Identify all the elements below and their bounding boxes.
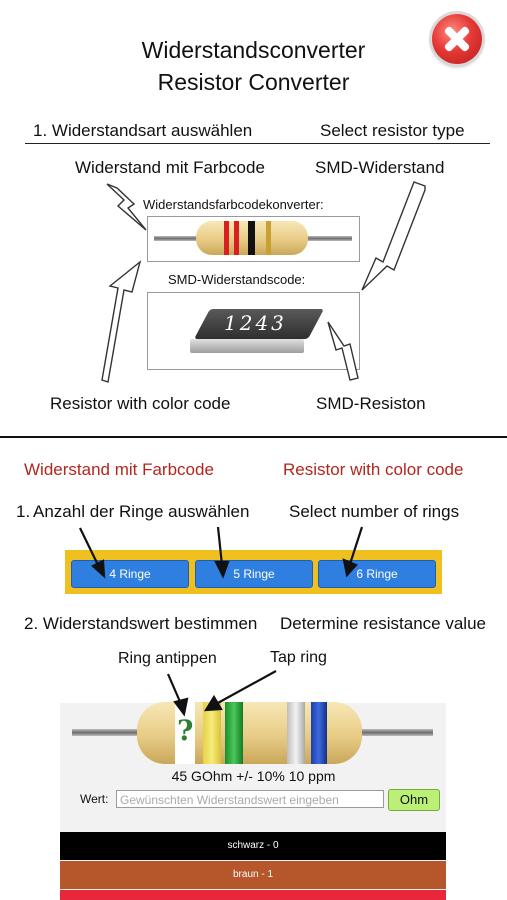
- ring-5[interactable]: [311, 702, 327, 764]
- step2-label-de: 2. Widerstandswert bestimmen: [24, 614, 258, 633]
- rings-step-number: 1.: [16, 502, 31, 521]
- ring-5-button[interactable]: 5 Ringe: [195, 560, 313, 588]
- step2-label-en: Determine resistance value: [280, 614, 486, 633]
- ring-3[interactable]: [225, 702, 243, 764]
- resistance-value-input[interactable]: Gewünschten Widerstandswert eingeben: [116, 790, 384, 808]
- smd-type-label-en: SMD-Resiston: [316, 394, 426, 413]
- color-type-label-de: Widerstand mit Farbcode: [75, 158, 265, 177]
- color-type-label-en: Resistor with color code: [50, 394, 231, 413]
- ring-2[interactable]: [203, 702, 221, 764]
- resistor-body: [196, 221, 308, 255]
- wert-label: Wert:: [80, 792, 109, 806]
- divider: [25, 143, 490, 144]
- smd-code-text: 1243: [224, 311, 287, 335]
- smd-code-converter-option[interactable]: 1243: [147, 292, 360, 370]
- resistance-result: 45 GOhm +/- 10% 10 ppm: [171, 768, 336, 784]
- ring-4-button[interactable]: 4 Ringe: [71, 560, 189, 588]
- section2-title-de: Widerstand mit Farbcode: [24, 460, 214, 479]
- page-subtitle: Resistor Converter: [157, 69, 350, 95]
- band: [266, 221, 271, 255]
- smd-type-label-de: SMD-Widerstand: [315, 158, 445, 177]
- color-box-title: Widerstandsfarbcodekonverter:: [143, 197, 324, 212]
- page-title: Widerstandsconverter: [141, 37, 366, 63]
- section2-title-en: Resistor with color code: [283, 460, 464, 479]
- color-code-converter-option[interactable]: [147, 216, 360, 262]
- resistor-body: ?: [137, 702, 362, 764]
- band: [224, 221, 229, 255]
- rings-step-label-de: Anzahl der Ringe auswählen: [33, 502, 250, 521]
- smd-chip: 1243: [190, 305, 324, 355]
- color-option-black[interactable]: schwarz - 0: [60, 832, 446, 860]
- rings-step-label-en: Select number of rings: [289, 502, 460, 521]
- ring-4[interactable]: [287, 702, 305, 764]
- smd-box-title: SMD-Widerstandscode:: [168, 272, 306, 287]
- tap-ring-label-en: Tap ring: [270, 649, 327, 666]
- band: [248, 221, 255, 255]
- section-divider: [0, 436, 507, 438]
- band: [234, 221, 239, 255]
- ring-count-selector: 4 Ringe 5 Ringe 6 Ringe: [65, 550, 442, 594]
- ohm-button[interactable]: Ohm: [388, 789, 440, 811]
- tap-ring-label-de: Ring antippen: [118, 650, 217, 667]
- color-option-red[interactable]: [60, 890, 446, 900]
- question-mark: ?: [177, 714, 194, 747]
- ring-6-button[interactable]: 6 Ringe: [318, 560, 436, 588]
- close-icon[interactable]: [432, 14, 482, 64]
- step1-label-en: Select resistor type: [320, 121, 465, 140]
- ring-1[interactable]: ?: [175, 702, 195, 764]
- step1-label-de: 1. Widerstandsart auswählen: [33, 121, 253, 140]
- color-option-brown[interactable]: braun - 1: [60, 861, 446, 889]
